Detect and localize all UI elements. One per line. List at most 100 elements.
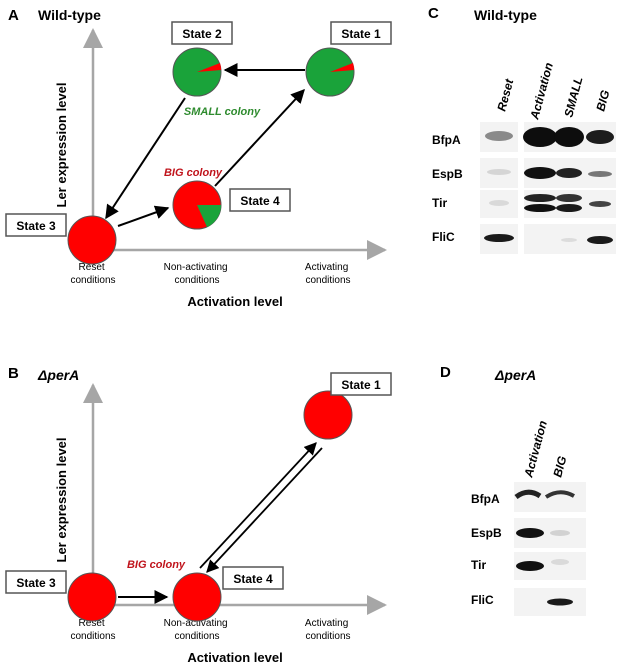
panel-d-title: ΔperA (494, 367, 536, 383)
panel-a-tick-reset: Reset conditions (70, 262, 115, 286)
panel-a-tick-nonact-l1: Non-activating (164, 262, 228, 273)
panel-c-lane-activation: Activation (527, 61, 556, 122)
panel-b-tick-nonact: Non-activating conditions (164, 618, 231, 642)
panel-a-tick-reset-l1: Reset (79, 262, 105, 273)
panel-a-big-colony-label: BIG colony (164, 167, 223, 179)
panel-b-state4-box (222, 566, 284, 590)
panel-a-state4-label: State 4 (240, 194, 280, 208)
panel-c-lane-small: SMALL (561, 75, 585, 119)
panel-c-band-tir-small-upper (556, 194, 582, 202)
panel-d-letter: D (440, 364, 451, 381)
panel-d-lane-big: BIG (550, 455, 569, 479)
panel-b-tick-act-l2: conditions (305, 631, 350, 642)
panel-a-state2-pie (172, 47, 222, 97)
panel-c-band-flic-big (587, 236, 613, 244)
panel-a-arrow-state2-to-state3 (105, 97, 186, 220)
panel-c-lane-reset: Reset (494, 77, 516, 113)
panel-b-state4-label: State 4 (233, 572, 273, 586)
panel-c-band-tir-activation-lower (524, 204, 556, 212)
panel-c-band-tir-activation-upper (524, 194, 556, 202)
panel-a-state3-label: State 3 (16, 219, 56, 233)
panel-b-arrow-state4-to-state1 (199, 442, 317, 569)
panel-c-letter: C (428, 5, 439, 22)
panel-c-row-tir: Tir (432, 196, 447, 210)
panel-a-tick-nonact-l2: conditions (174, 275, 219, 286)
panel-a-title: Wild-type (38, 7, 101, 23)
panel-b-tick-reset: Reset conditions (70, 618, 115, 642)
panel-c-band-bfpa-small (554, 127, 584, 147)
panel-a-state1-pie (305, 47, 355, 97)
panel-d-band-bfpa-activation (514, 489, 542, 500)
panel-b-x-label: Activation level (187, 650, 282, 665)
panel-a-arrow-state4-to-state1 (214, 88, 305, 187)
panel-a-letter: A (8, 7, 19, 24)
panel-a-tick-act: Activating conditions (305, 262, 351, 286)
panel-a-x-label: Activation level (187, 294, 282, 309)
panel-d-band-espb-activation (516, 528, 544, 538)
panel-d-band-bfpa-big (544, 490, 575, 499)
panel-a-state1-box (330, 21, 392, 45)
panel-d-band-tir-activation (516, 561, 544, 571)
panel-d-row-bfpa: BfpA (471, 492, 500, 506)
panel-c-band-flic-small (561, 238, 577, 242)
panel-c-band-espb-activation (524, 167, 556, 179)
panel-c-band-tir-small-lower (556, 204, 582, 212)
panel-c-band-bfpa-activation (523, 127, 557, 147)
panel-d-lane-activation: Activation (521, 419, 550, 480)
panel-a-state2-label: State 2 (182, 27, 222, 41)
panel-a-tick-reset-l2: conditions (70, 275, 115, 286)
panel-c: C Wild-type Reset Activation SMALL BIG B… (428, 5, 616, 254)
panel-a-state2-box (171, 21, 233, 45)
panel-d: D ΔperA Activation BIG BfpA EspB Tir Fli… (440, 364, 586, 616)
panel-b-state3-circle (67, 572, 117, 622)
panel-a-state3-circle (67, 215, 117, 265)
panel-a-small-colony-label: SMALL colony (184, 106, 261, 118)
panel-a-state4-box (229, 188, 291, 212)
panel-a-state1-label: State 1 (341, 27, 381, 41)
panel-b-state3-box (5, 570, 67, 594)
panel-b-tick-act: Activating conditions (305, 618, 351, 642)
panel-c-band-bfpa-big (586, 130, 614, 144)
panel-b-state4-circle (172, 572, 222, 622)
panel-b-tick-reset-l1: Reset (79, 618, 105, 629)
panel-a-tick-act-l2: conditions (305, 275, 350, 286)
panel-a-tick-act-l1: Activating (305, 262, 348, 273)
panel-b: B ΔperA Ler expression level Activation … (5, 365, 392, 665)
panel-b-state1-box (330, 372, 392, 396)
panel-b-tick-act-l1: Activating (305, 618, 348, 629)
panel-b-title: ΔperA (37, 367, 79, 383)
panel-d-row-espb: EspB (471, 526, 502, 540)
panel-b-letter: B (8, 365, 19, 382)
panel-c-band-espb-big (588, 171, 612, 177)
panel-c-row-espb: EspB (432, 167, 463, 181)
panel-a-state4-pie (172, 180, 222, 230)
panel-b-big-colony-label: BIG colony (127, 559, 186, 571)
panel-a-state3-box (5, 213, 67, 237)
panel-c-band-espb-small (556, 168, 582, 178)
panel-c-band-espb-reset (487, 169, 511, 175)
panel-b-tick-nonact-l2: conditions (174, 631, 219, 642)
panel-b-tick-reset-l2: conditions (70, 631, 115, 642)
panel-c-band-bfpa-reset (485, 131, 513, 141)
panel-a-tick-nonact: Non-activating conditions (164, 262, 231, 286)
panel-c-band-tir-big (589, 201, 611, 207)
panel-b-state1-circle (303, 390, 353, 440)
panel-b-state1-label: State 1 (341, 378, 381, 392)
panel-b-y-label: Ler expression level (54, 437, 69, 562)
panel-d-band-espb-big (550, 530, 570, 536)
panel-c-title: Wild-type (474, 7, 537, 23)
panel-b-tick-nonact-l1: Non-activating (164, 618, 228, 629)
panel-c-row-flic: FliC (432, 230, 455, 244)
panel-a: A Wild-type Ler expression level Activat… (5, 7, 392, 309)
panel-b-arrow-state1-to-state4 (206, 447, 323, 573)
panel-d-band-flic-big (547, 598, 573, 606)
panel-d-row-tir: Tir (471, 558, 486, 572)
panel-c-band-flic-reset (484, 234, 514, 242)
panel-c-row-bfpa: BfpA (432, 133, 461, 147)
panel-d-band-tir-big (551, 559, 569, 565)
panel-a-arrow-state3-to-state4 (117, 205, 170, 227)
panel-a-y-label: Ler expression level (54, 82, 69, 207)
panel-d-row-flic: FliC (471, 593, 494, 607)
panel-c-lane-big: BIG (593, 89, 612, 113)
